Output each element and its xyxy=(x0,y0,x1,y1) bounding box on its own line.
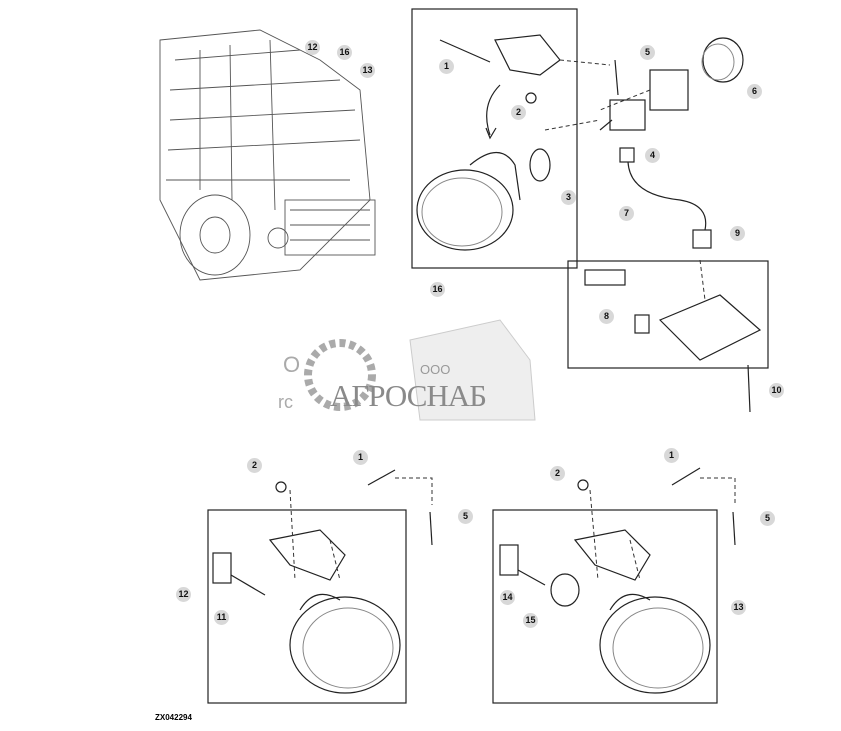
callout: 1 xyxy=(439,59,454,74)
callout: 1 xyxy=(664,448,679,463)
top-right-parts xyxy=(544,37,769,413)
bottom-right-frame xyxy=(492,509,718,704)
callout: 16 xyxy=(430,282,445,297)
top-lamp xyxy=(416,34,561,251)
partial-text: rc xyxy=(278,392,293,412)
bottom-left-lamp xyxy=(212,469,433,694)
callout: 2 xyxy=(247,458,262,473)
callout: 16 xyxy=(337,45,352,60)
callout: 2 xyxy=(511,105,526,120)
callout: 6 xyxy=(747,84,762,99)
drawing-code: ZX042294 xyxy=(155,713,192,722)
callout: 5 xyxy=(760,511,775,526)
callout: 1 xyxy=(353,450,368,465)
watermark-name: АГРОСНАБ xyxy=(330,378,487,413)
bottom-left-frame xyxy=(207,509,407,704)
callout: 13 xyxy=(731,600,746,615)
callout: 9 xyxy=(730,226,745,241)
callout: 8 xyxy=(599,309,614,324)
callout: 15 xyxy=(523,613,538,628)
callout: 4 xyxy=(645,148,660,163)
bottom-right-lamp xyxy=(499,467,736,694)
callout: 2 xyxy=(550,466,565,481)
callout: 11 xyxy=(214,610,229,625)
callout: 12 xyxy=(305,40,320,55)
partial-text: O xyxy=(283,352,301,377)
callout: 5 xyxy=(458,509,473,524)
callout: 10 xyxy=(769,383,784,398)
callout: 14 xyxy=(500,590,515,605)
watermark-prefix: ООО xyxy=(420,362,451,377)
callout: 3 xyxy=(561,190,576,205)
machine-overview xyxy=(159,29,376,281)
agrosnab-watermark-logo xyxy=(304,319,536,421)
callout: 13 xyxy=(360,63,375,78)
callout: 12 xyxy=(176,587,191,602)
top-assembly-frame xyxy=(411,8,578,269)
callout: 5 xyxy=(640,45,655,60)
callout: 7 xyxy=(619,206,634,221)
